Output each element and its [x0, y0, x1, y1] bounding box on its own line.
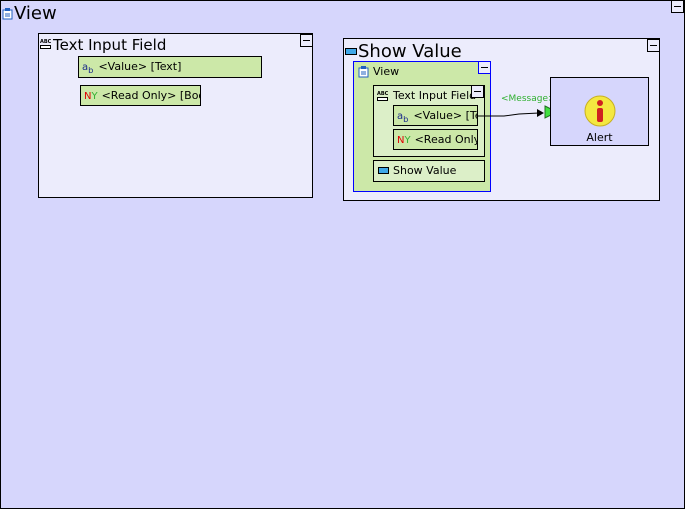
text-type-icon: ab	[82, 62, 94, 75]
view-icon	[2, 8, 13, 20]
view-icon	[358, 66, 369, 78]
arrowhead-icon	[537, 109, 544, 117]
connection-label: <Message>	[501, 94, 556, 104]
text-input-icon: ABC	[377, 91, 389, 101]
read-only-port[interactable]: NY<Read Only>	[393, 129, 478, 150]
minimize-button[interactable]	[671, 0, 684, 13]
inner-text-input-field[interactable]: ABC Text Input Field ab<Value> [Tex NY<R…	[373, 85, 485, 157]
boolean-type-icon: N	[397, 135, 405, 146]
text-input-field-component[interactable]: ABC Text Input Field ab<Value> [Text] NY…	[38, 33, 313, 198]
text-input-icon: ABC	[40, 39, 52, 49]
value-port[interactable]: ab<Value> [Tex	[393, 105, 478, 126]
minimize-button[interactable]	[471, 85, 484, 98]
show-value-component[interactable]: Show Value View ABC Text Input Field ab<…	[343, 38, 660, 201]
text-type-icon: ab	[397, 111, 409, 124]
inner-view[interactable]: View ABC Text Input Field ab<Value> [Tex…	[353, 61, 491, 192]
value-port[interactable]: ab<Value> [Text]	[78, 56, 262, 78]
button-icon	[378, 167, 389, 174]
boolean-type-icon: N	[84, 91, 92, 102]
svg-text:ABC: ABC	[377, 91, 389, 97]
inner-view-title: View	[373, 65, 400, 78]
alert-label: Alert	[586, 131, 613, 144]
minimize-button[interactable]	[300, 34, 313, 47]
minimize-button[interactable]	[478, 61, 491, 74]
view-title: View	[14, 3, 57, 24]
component-title: Text Input Field	[53, 36, 167, 54]
read-only-port[interactable]: NY<Read Only> [Boolea	[80, 85, 201, 106]
alert-component[interactable]: Alert	[550, 77, 649, 146]
component-title: Show Value	[358, 41, 462, 62]
svg-text:ABC: ABC	[40, 39, 52, 45]
button-icon	[345, 48, 357, 55]
inner-text-input-title: Text Input Field	[393, 89, 477, 102]
show-value-button[interactable]: Show Value	[373, 160, 485, 182]
minimize-button[interactable]	[647, 39, 660, 52]
info-icon	[584, 95, 616, 127]
